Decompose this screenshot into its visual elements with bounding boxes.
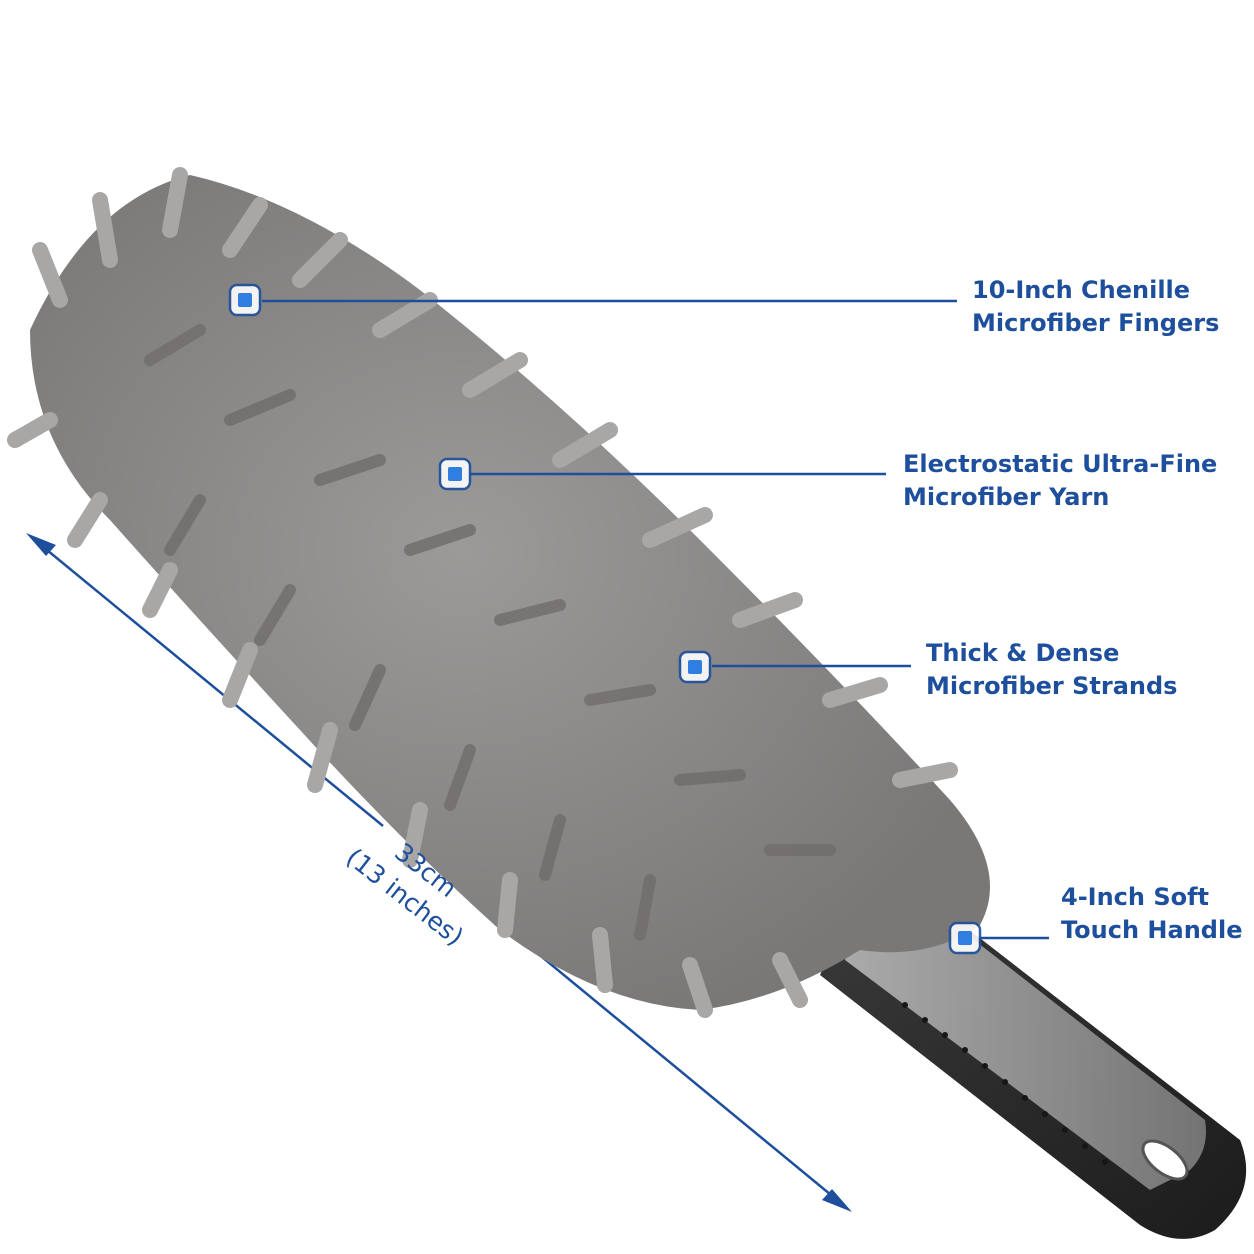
callout-marker-icon (948, 921, 982, 955)
callout-chenille-fingers: 10-Inch Chenille Microfiber Fingers (972, 274, 1219, 340)
callout-line: Microfiber Yarn (903, 483, 1110, 511)
callout-marker-icon (228, 283, 262, 317)
callout-electrostatic-yarn: Electrostatic Ultra-Fine Microfiber Yarn (903, 448, 1217, 514)
callout-line: 4-Inch Soft (1061, 883, 1210, 911)
callout-line: Thick & Dense (926, 639, 1120, 667)
arrow-head-icon (822, 1189, 852, 1212)
microfiber-head (7, 167, 990, 1018)
callout-dense-strands: Thick & Dense Microfiber Strands (926, 637, 1177, 703)
callout-line: Touch Handle (1061, 916, 1243, 944)
callout-line: Microfiber Strands (926, 672, 1178, 700)
callout-soft-handle: 4-Inch Soft Touch Handle (1061, 881, 1242, 947)
callout-line: 10-Inch Chenille (972, 276, 1191, 304)
callout-line: Microfiber Fingers (972, 309, 1220, 337)
callout-leaders (262, 299, 1049, 940)
callout-marker-icon (678, 650, 712, 684)
arrow-head-icon (26, 533, 56, 556)
callout-marker-icon (438, 457, 472, 491)
callout-line: Electrostatic Ultra-Fine (903, 450, 1218, 478)
handle (820, 880, 1247, 1239)
dimension-arrow (26, 533, 852, 1212)
